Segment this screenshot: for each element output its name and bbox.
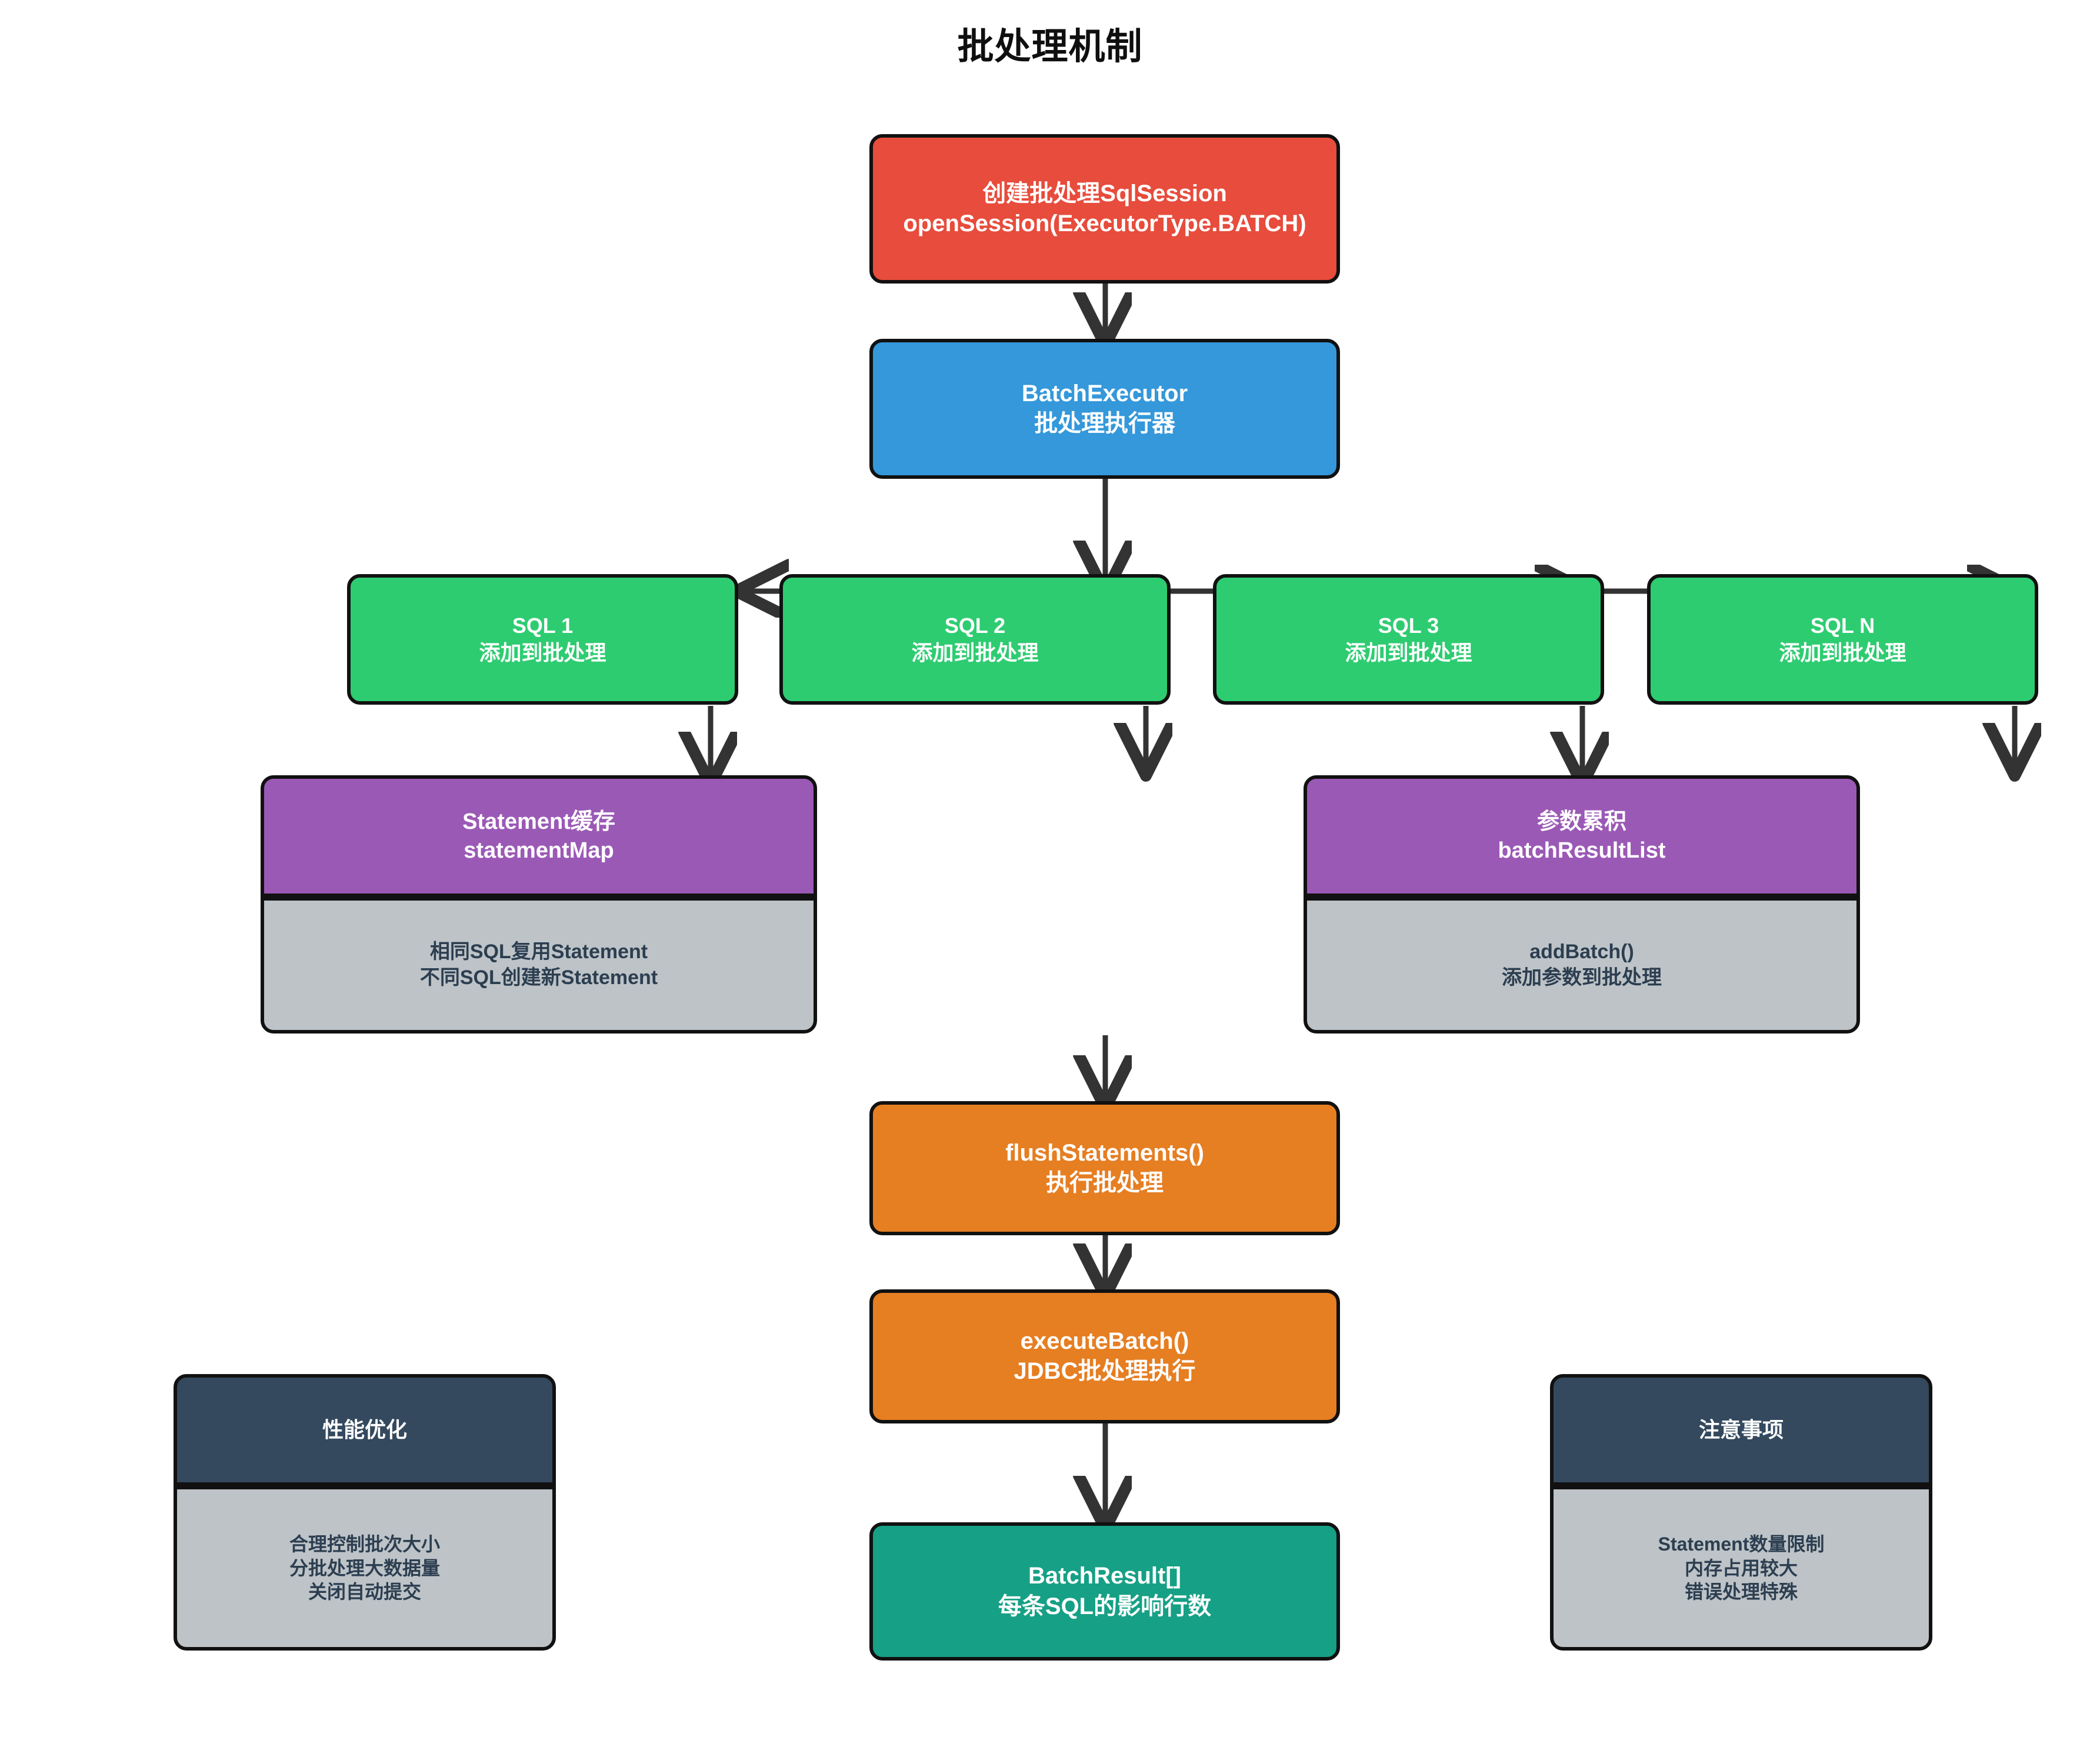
node-line-1: Statement缓存 bbox=[462, 809, 615, 834]
node-line-1: BatchResult[] bbox=[1028, 1563, 1182, 1589]
node-line-2: 每条SQL的影响行数 bbox=[998, 1593, 1212, 1619]
node-line-1: executeBatch() bbox=[1020, 1328, 1189, 1354]
node-line-2: 添加到批处理 bbox=[1345, 641, 1472, 665]
node-execute-batch[interactable]: executeBatch() JDBC批处理执行 bbox=[869, 1289, 1340, 1423]
node-performance-tips-body: 合理控制批次大小 分批处理大数据量 关闭自动提交 bbox=[174, 1486, 556, 1651]
node-line-2: JDBC批处理执行 bbox=[1014, 1358, 1196, 1384]
page-title: 批处理机制 bbox=[957, 26, 1143, 67]
node-line-2: 添加参数到批处理 bbox=[1502, 966, 1662, 989]
node-line-3: 错误处理特殊 bbox=[1684, 1581, 1798, 1603]
node-line-2: 分批处理大数据量 bbox=[289, 1557, 440, 1579]
node-sql-3[interactable]: SQL 3 添加到批处理 bbox=[1213, 574, 1604, 705]
node-line-1: SQL 2 bbox=[944, 613, 1006, 638]
node-line-2: 添加到批处理 bbox=[1779, 641, 1906, 665]
node-line-1: SQL 1 bbox=[512, 613, 574, 638]
node-line-1: 合理控制批次大小 bbox=[289, 1533, 440, 1555]
node-statement-cache[interactable]: Statement缓存 statementMap bbox=[261, 775, 817, 897]
node-line-2: batchResultList bbox=[1498, 838, 1666, 863]
node-line-2: 添加到批处理 bbox=[911, 641, 1039, 665]
node-batch-executor[interactable]: BatchExecutor 批处理执行器 bbox=[869, 339, 1340, 479]
node-sql-2[interactable]: SQL 2 添加到批处理 bbox=[779, 574, 1171, 705]
node-sql-1[interactable]: SQL 1 添加到批处理 bbox=[347, 574, 738, 705]
node-line-2: 添加到批处理 bbox=[479, 641, 606, 665]
node-line-2: 执行批处理 bbox=[1046, 1170, 1164, 1196]
node-batch-result[interactable]: BatchResult[] 每条SQL的影响行数 bbox=[869, 1522, 1340, 1661]
node-line-1: 相同SQL复用Statement bbox=[429, 941, 648, 963]
node-sql-n[interactable]: SQL N 添加到批处理 bbox=[1647, 574, 2038, 705]
node-param-accumulation[interactable]: 参数累积 batchResultList bbox=[1304, 775, 1860, 897]
node-line-1: SQL 3 bbox=[1378, 613, 1439, 638]
node-line-3: 关闭自动提交 bbox=[308, 1581, 421, 1603]
node-line-1: SQL N bbox=[1810, 613, 1875, 638]
node-line-1: Statement数量限制 bbox=[1658, 1533, 1825, 1555]
node-line-2: statementMap bbox=[464, 838, 614, 863]
node-param-accumulation-note: addBatch() 添加参数到批处理 bbox=[1304, 897, 1860, 1033]
node-line-2: openSession(ExecutorType.BATCH) bbox=[903, 211, 1306, 236]
node-line-1: 参数累积 bbox=[1536, 809, 1626, 834]
node-line-1: flushStatements() bbox=[1005, 1139, 1204, 1166]
node-line-1: 性能优化 bbox=[322, 1417, 407, 1442]
node-line-1: BatchExecutor bbox=[1021, 380, 1188, 406]
node-line-1: 注意事项 bbox=[1698, 1417, 1784, 1442]
node-line-2: 批处理执行器 bbox=[1034, 411, 1175, 436]
node-flush-statements[interactable]: flushStatements() 执行批处理 bbox=[869, 1101, 1340, 1235]
node-line-2: 内存占用较大 bbox=[1684, 1557, 1798, 1579]
node-create-batch-sqlsession[interactable]: 创建批处理SqlSession openSession(ExecutorType… bbox=[869, 134, 1340, 284]
node-line-2: 不同SQL创建新Statement bbox=[419, 966, 658, 989]
node-cautions-body: Statement数量限制 内存占用较大 错误处理特殊 bbox=[1550, 1486, 1932, 1651]
node-line-1: addBatch() bbox=[1529, 941, 1634, 963]
node-statement-cache-note: 相同SQL复用Statement 不同SQL创建新Statement bbox=[261, 897, 817, 1033]
node-cautions-header[interactable]: 注意事项 bbox=[1550, 1374, 1932, 1486]
node-performance-tips-header[interactable]: 性能优化 bbox=[174, 1374, 556, 1486]
node-line-1: 创建批处理SqlSession bbox=[982, 180, 1227, 206]
